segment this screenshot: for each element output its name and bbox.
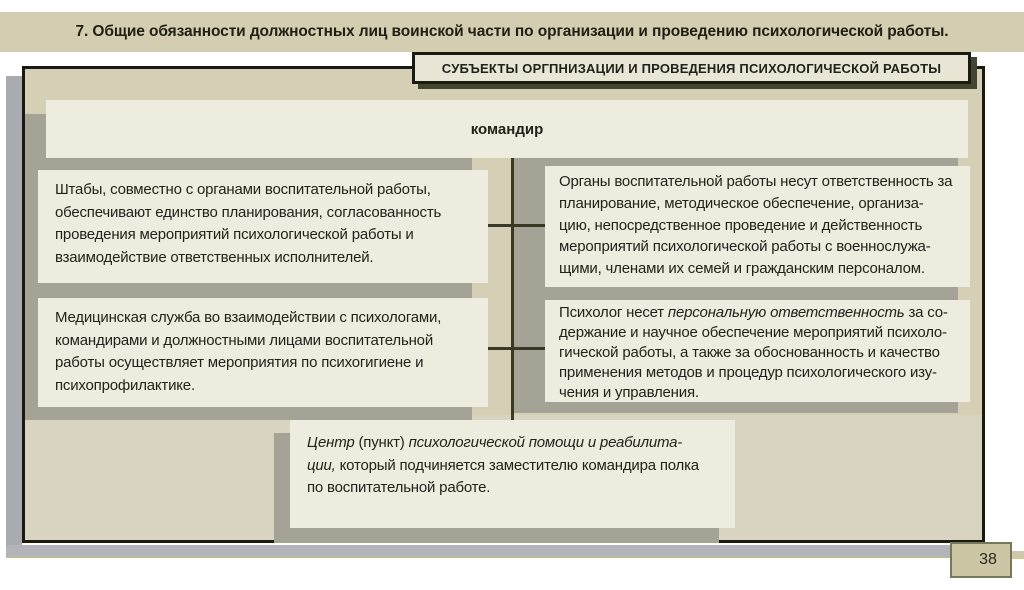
frame-shadow-bottom xyxy=(6,545,952,556)
medical-service-text: Медицинская служба во взаимодействии с п… xyxy=(55,309,442,394)
connector-row1 xyxy=(488,224,545,227)
psychologist-text-rest: за со- держание и научное обеспечение ме… xyxy=(559,304,948,401)
center-text-name: Центр xyxy=(307,434,355,451)
diagram-header-label: СУБЪЕКТЫ ОРГПНИЗАЦИИ И ПРОВЕДЕНИЯ ПСИХОЛ… xyxy=(441,60,942,76)
diagram-header-box: СУБЪЕКТЫ ОРГПНИЗАЦИИ И ПРОВЕДЕНИЯ ПСИХОЛ… xyxy=(412,52,971,84)
frame-shadow-left xyxy=(6,76,22,556)
psychologist-box: Психолог несет персональную ответственно… xyxy=(545,300,970,402)
page-number-badge: 38 xyxy=(950,542,1012,578)
slide-title-bar: 7. Общие обязанности должностных лиц вои… xyxy=(0,12,1024,52)
commander-box: командир xyxy=(46,100,968,158)
slide-title: 7. Общие обязанности должностных лиц вои… xyxy=(75,23,949,40)
frame-underline xyxy=(6,555,1024,558)
connector-row2 xyxy=(488,347,545,350)
diagram-frame: командир Штабы, совместно с органами вос… xyxy=(22,66,985,543)
education-organs-box: Органы воспитательной работы несут ответ… xyxy=(545,166,970,287)
psychologist-text-lead: Психолог несет xyxy=(559,304,668,321)
page-number: 38 xyxy=(979,551,997,568)
staffs-text: Штабы, совместно с органами воспитательн… xyxy=(55,181,442,266)
staffs-box: Штабы, совместно с органами воспитательн… xyxy=(38,170,488,283)
center-text-middle: (пункт) xyxy=(354,434,409,451)
psychologist-text: Психолог несет персональную ответственно… xyxy=(545,300,970,402)
center-box: Центр (пункт) психологической помощи и р… xyxy=(290,420,735,528)
center-text-rest: который подчиняется заместителю командир… xyxy=(307,456,699,497)
page-badge-line xyxy=(1008,551,1024,559)
connector-trunk xyxy=(511,158,514,420)
education-organs-text: Органы воспитательной работы несут ответ… xyxy=(559,173,953,277)
center-text: Центр (пункт) психологической помощи и р… xyxy=(290,420,735,500)
center-text-subject: психологической помощи и реабилита- ции, xyxy=(307,434,683,474)
psychologist-text-emphasis: персональную ответственность xyxy=(667,304,905,321)
commander-label: командир xyxy=(470,120,544,138)
medical-service-box: Медицинская служба во взаимодействии с п… xyxy=(38,298,488,407)
